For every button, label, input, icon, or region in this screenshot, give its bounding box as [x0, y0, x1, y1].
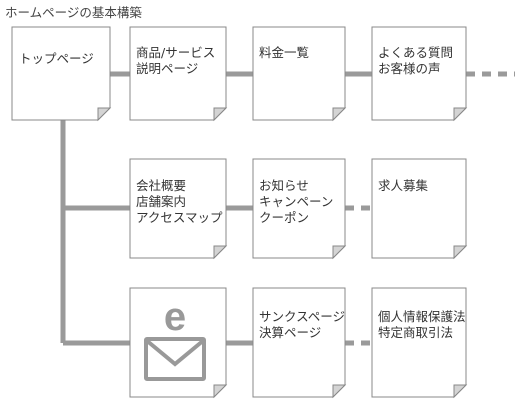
page-label-thanks: サンクスページ — [259, 309, 346, 324]
page-fold — [332, 245, 347, 260]
page-label-thanks-2: 決算ページ — [259, 325, 322, 340]
page-label-company-3: アクセスマップ — [136, 210, 223, 225]
page-fold — [332, 384, 347, 399]
page-label-price: 料金一覧 — [259, 45, 310, 60]
envelope-flap — [144, 338, 206, 367]
diagram-title: ホームページの基本構築 — [5, 5, 142, 20]
page-box-price — [252, 26, 346, 121]
page-box-recruit — [371, 158, 467, 259]
page-fold — [213, 245, 228, 260]
page-label-company-2: 店舗案内 — [136, 194, 187, 209]
page-label-privacy-2: 特定商取引法 — [378, 325, 454, 340]
mail-icon: e — [144, 295, 206, 381]
page-fold — [213, 384, 228, 399]
page-label-company: 会社概要 — [136, 178, 187, 193]
page-box-thanks — [252, 287, 346, 398]
page-label-news-3: クーポン — [259, 210, 310, 225]
page-box-top — [11, 26, 111, 121]
page-fold — [213, 107, 228, 122]
page-label-news-2: キャンペーン — [259, 194, 334, 209]
page-label-top: トップページ — [19, 51, 94, 66]
page-label-privacy: 個人情報保護法 — [378, 309, 466, 324]
page-label-recruit: 求人募集 — [378, 178, 429, 193]
page-label-faq: よくある質問 — [378, 45, 454, 60]
page-fold — [97, 107, 112, 122]
page-fold — [453, 384, 468, 399]
page-fold — [332, 107, 347, 122]
page-label-news: お知らせ — [259, 178, 309, 193]
page-label-product-2: 説明ページ — [136, 61, 199, 76]
page-box-privacy — [371, 287, 467, 398]
envelope-icon — [144, 337, 206, 381]
page-label-faq-2: お客様の声 — [378, 61, 441, 76]
page-label-product: 商品/サービス — [136, 45, 216, 60]
mail-icon-letter: e — [164, 295, 186, 339]
page-fold — [453, 107, 468, 122]
page-fold — [453, 245, 468, 260]
